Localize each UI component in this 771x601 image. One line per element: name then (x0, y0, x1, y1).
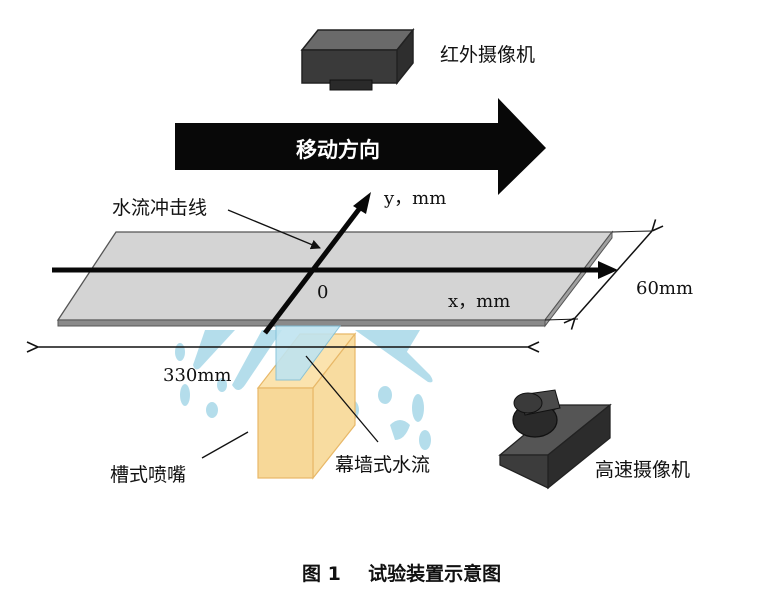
x-axis-arrowhead (598, 261, 618, 279)
nozzle-leader (201, 431, 249, 459)
width-dimension-line (575, 231, 652, 318)
high-speed-camera-icon (498, 389, 612, 490)
y-axis-line (263, 198, 368, 335)
infrared-camera-label: 红外摄像机 (440, 44, 536, 66)
y-axis-arrowhead (353, 192, 371, 214)
curtain-flow-leader (305, 355, 379, 443)
curtain-flow-label: 幕墙式水流 (335, 454, 431, 476)
figure-number: 图 1 (302, 563, 341, 585)
move-direction-label: 移动方向 (296, 138, 380, 162)
impact-line-leader (227, 209, 321, 250)
high-speed-camera-label: 高速摄像机 (595, 459, 691, 481)
figure-title: 试验装置示意图 (368, 563, 502, 585)
y-axis-label: y，mm (384, 188, 447, 209)
infrared-camera-icon (300, 27, 415, 91)
test-plate (56, 230, 614, 328)
slot-nozzle-label: 槽式喷嘴 (110, 464, 187, 486)
figure-caption: 图 1 试验装置示意图 (302, 559, 501, 586)
curtain-water-flow (275, 325, 341, 381)
x-axis-label: x，mm (448, 291, 511, 312)
width-dimension-label: 60mm (636, 278, 694, 299)
width-extension-bottom (544, 318, 579, 321)
length-dimension-label: 330mm (163, 365, 232, 386)
move-direction-arrow (175, 98, 546, 195)
impact-line-label: 水流冲击线 (112, 197, 208, 219)
width-extension-top (611, 230, 653, 233)
origin-label: 0 (317, 282, 329, 303)
